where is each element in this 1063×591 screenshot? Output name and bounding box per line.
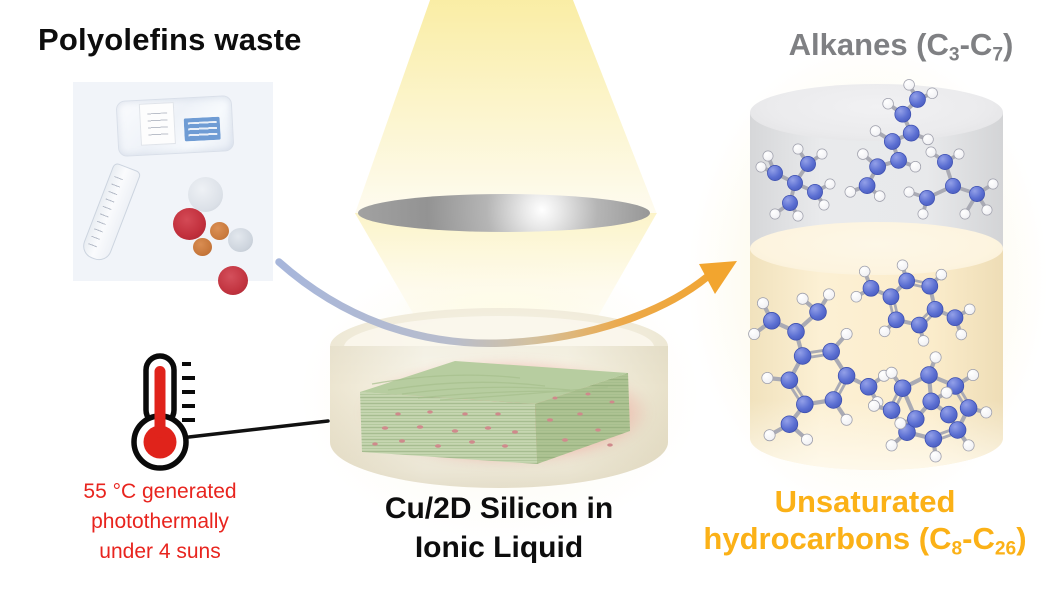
gray-cap-icon — [228, 228, 253, 252]
photothermal-heat-glow — [335, 350, 675, 480]
thermometer-ticks — [182, 362, 195, 422]
unsaturated-cylinder-top — [750, 222, 1003, 275]
orange-cap-small-icon — [193, 238, 212, 256]
alkanes-close: ) — [1003, 27, 1014, 62]
catalyst-line2: Ionic Liquid — [414, 531, 584, 564]
unsaturated-close: ) — [1016, 521, 1027, 556]
alkanes-sub-high: 7 — [992, 44, 1003, 66]
unsaturated-sub-low: 8 — [951, 538, 963, 560]
thermometer-icon — [131, 353, 195, 471]
catalyst-label: Cu/2D Silicon in Ionic Liquid — [338, 489, 660, 567]
unsaturated-dash: -C — [962, 521, 995, 556]
red-cap-right-icon — [218, 266, 248, 295]
alkanes-text: Alkanes (C — [788, 27, 949, 62]
polyolefin-waste-photo — [73, 82, 273, 295]
white-cap-icon — [188, 177, 223, 212]
temp-line2: photothermally — [91, 510, 229, 533]
focusing-lens-icon — [358, 194, 650, 232]
alkanes-label: Alkanes (C3-C7) — [745, 27, 1057, 66]
light-beam-upper-icon — [354, 0, 657, 214]
plastic-bag-icon — [115, 95, 235, 157]
alkanes-sub-low: 3 — [948, 44, 960, 66]
red-cap-left-icon — [173, 208, 206, 240]
alkanes-cylinder-top — [750, 84, 1003, 141]
unsaturated-line2: hydrocarbons (C — [703, 521, 952, 556]
polyolefins-waste-title: Polyolefins waste — [38, 22, 302, 57]
bag-white-label — [138, 102, 176, 146]
temp-line1: 55 °C generated — [83, 480, 237, 503]
orange-cap-icon — [210, 222, 229, 240]
temp-line3: under 4 suns — [99, 540, 221, 563]
bag-blue-label — [183, 116, 221, 142]
cylinder-bottom-fade — [750, 400, 1003, 470]
centrifuge-tube-icon — [79, 162, 142, 264]
alkanes-dash: -C — [959, 27, 993, 62]
temperature-note: 55 °C generated photothermally under 4 sun… — [50, 477, 270, 567]
catalyst-line1: Cu/2D Silicon in — [384, 492, 614, 525]
unsaturated-line1: Unsaturated — [774, 484, 956, 519]
unsaturated-sub-high: 26 — [994, 538, 1017, 560]
